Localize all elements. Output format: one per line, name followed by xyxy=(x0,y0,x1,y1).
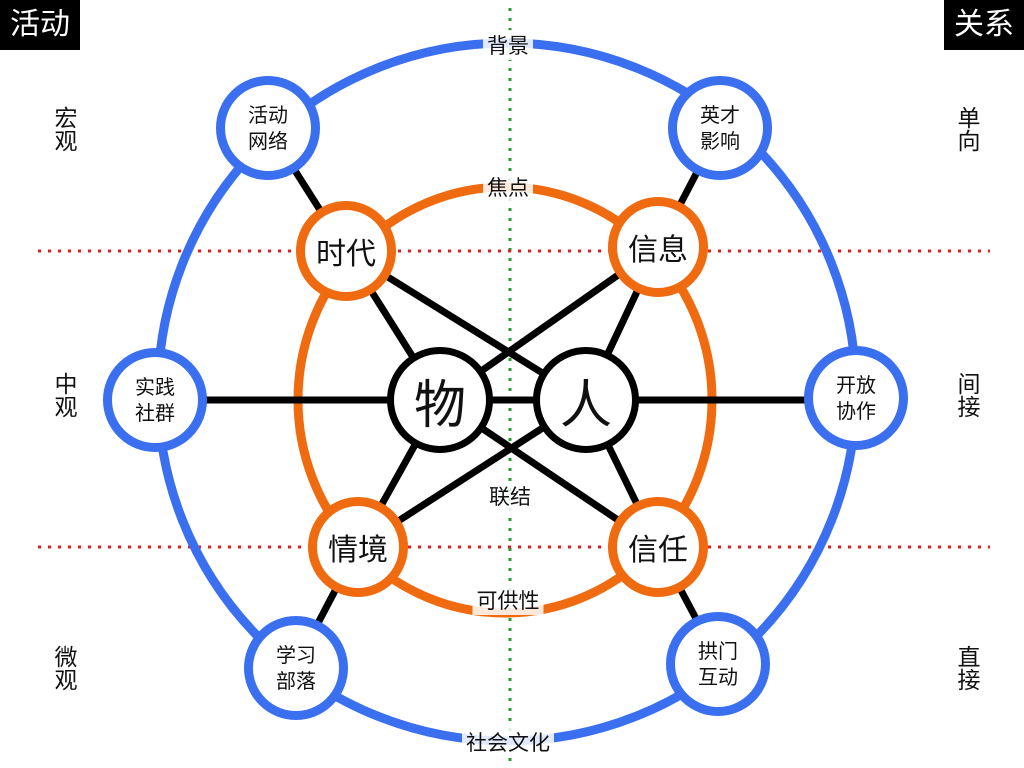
relation-label-direct: 直接 xyxy=(953,645,979,691)
node-label: 学习 部落 xyxy=(276,643,316,693)
scale-label-micro: 微观 xyxy=(50,645,76,691)
inner-node-trust: 信任 xyxy=(608,497,708,597)
scale-label-macro: 宏观 xyxy=(50,106,76,152)
outer-node-elite-influence: 英才 影响 xyxy=(668,76,772,180)
relation-label-indirect: 间接 xyxy=(953,372,979,418)
core-node-object: 物 xyxy=(387,347,493,453)
node-label: 实践 社群 xyxy=(135,375,175,425)
relation-label-oneway: 单向 xyxy=(953,106,979,152)
node-label: 物 xyxy=(413,375,466,436)
outer-node-activity-network: 活动 网络 xyxy=(216,76,320,180)
outer-node-open-collaboration: 开放 协作 xyxy=(804,346,908,450)
node-label: 开放 协作 xyxy=(836,373,876,423)
node-label: 信息 xyxy=(628,233,688,268)
node-label: 信任 xyxy=(628,533,688,568)
activity-tag: 活动 xyxy=(0,0,80,50)
inner-ring-label-bottom: 可供性 xyxy=(472,585,544,615)
outer-ring-label-top: 背景 xyxy=(483,30,533,60)
inner-node-information: 信息 xyxy=(608,197,708,297)
inner-ring-label-top: 焦点 xyxy=(483,172,533,202)
outer-node-arch-interaction: 拱门 互动 xyxy=(666,612,770,716)
node-label: 拱门 互动 xyxy=(698,639,738,689)
center-connection-label: 联结 xyxy=(485,481,535,511)
core-node-person: 人 xyxy=(533,347,639,453)
inner-node-era: 时代 xyxy=(296,201,396,301)
node-label: 时代 xyxy=(316,237,376,272)
node-label: 英才 影响 xyxy=(700,103,740,153)
relation-tag: 关系 xyxy=(944,0,1024,50)
outer-node-learning-tribe: 学习 部落 xyxy=(244,616,348,720)
node-label: 情境 xyxy=(328,533,388,568)
scale-label-meso: 中观 xyxy=(50,372,76,418)
node-label: 人 xyxy=(559,375,612,436)
inner-node-context: 情境 xyxy=(308,497,408,597)
outer-ring-label-bottom: 社会文化 xyxy=(462,727,554,757)
outer-node-community-of-practice: 实践 社群 xyxy=(103,348,207,452)
node-label: 活动 网络 xyxy=(248,103,288,153)
